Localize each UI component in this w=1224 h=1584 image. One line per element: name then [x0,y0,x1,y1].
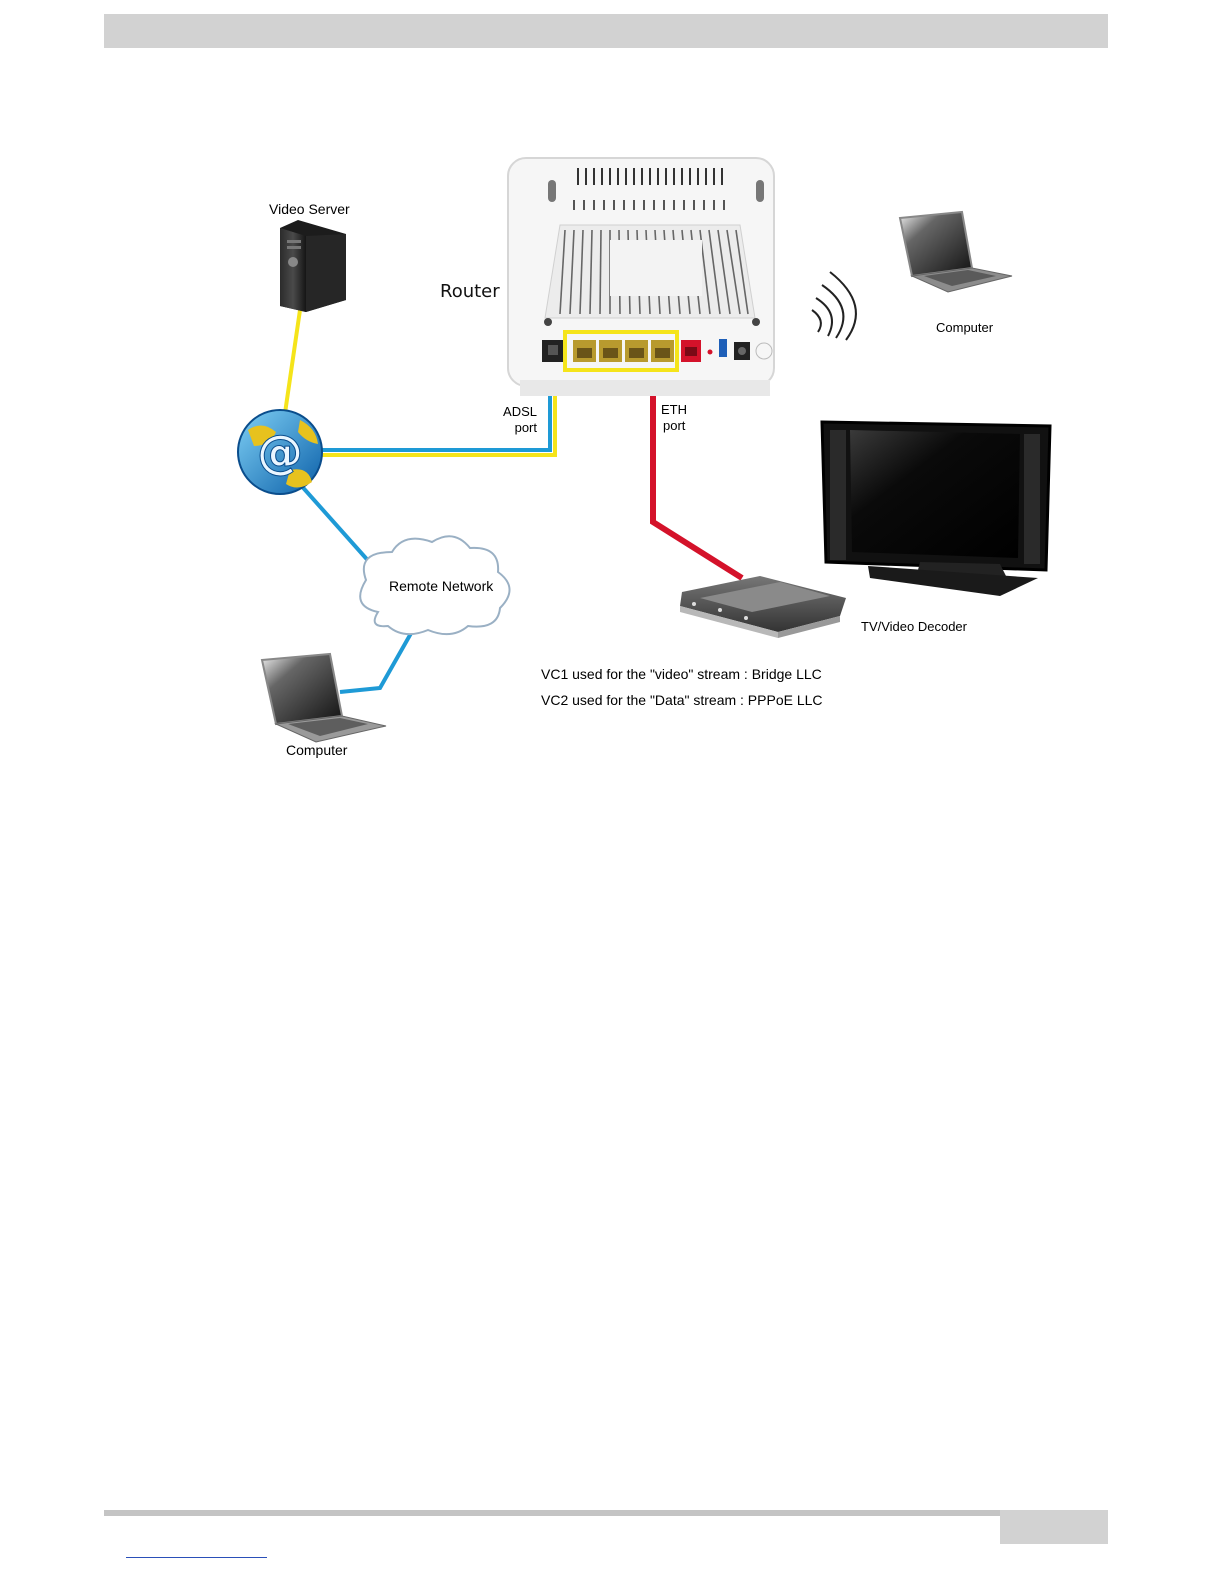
cable-cloud-laptop [340,628,414,692]
cable-globe-cloud [298,482,372,565]
remote-network-label: Remote Network [389,578,494,594]
adsl-port-label-line2: port [515,420,538,435]
tv-decoder-label: TV/Video Decoder [861,619,968,634]
adsl-port-label-line1: ADSL [503,404,537,419]
router-label: Router [440,281,500,302]
video-server-label: Video Server [269,201,350,217]
eth-port-label-line1: ETH [661,402,687,417]
cable-server-globe [284,310,300,420]
laptop-icon [900,212,1012,292]
vc2-note: VC2 used for the "Data" stream : PPPoE L… [541,692,823,708]
footer-line [104,1510,1108,1516]
vc1-note: VC1 used for the "video" stream : Bridge… [541,666,822,682]
footer-link-underline [126,1557,267,1558]
router-icon [508,158,774,396]
laptop-icon-remote [262,654,386,742]
decoder-icon [680,576,846,638]
internet-globe-icon: @ [238,410,322,494]
eth-port-label-line2: port [663,418,686,433]
svg-text:@: @ [257,425,303,479]
footer-page-box [1000,1510,1108,1544]
computer-wireless-label: Computer [936,320,994,335]
tv-icon [822,422,1050,596]
video-server-icon [280,220,346,312]
computer-remote-label: Computer [286,742,348,758]
wifi-waves-icon [812,272,856,340]
